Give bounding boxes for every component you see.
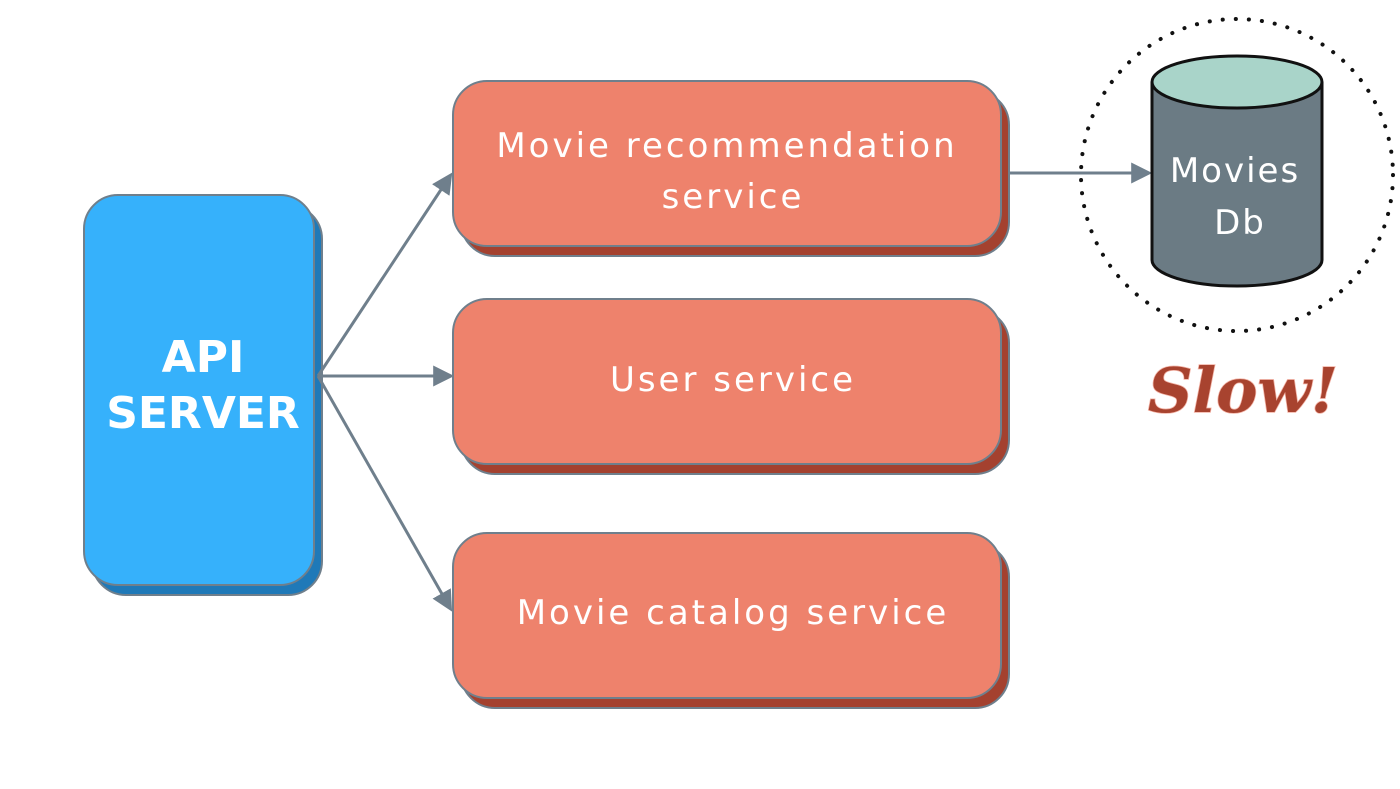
- user-service-node: User service: [452, 298, 1010, 475]
- api-server-label-line1: API: [162, 332, 245, 383]
- arrow-to-recommendation: [316, 172, 453, 377]
- api-server-label-line2: SERVER: [106, 388, 300, 439]
- movies-db-label-line1: Movies: [1170, 151, 1300, 191]
- api-server-node: API SERVER: [83, 194, 323, 596]
- slow-annotation: Slow!: [1148, 354, 1338, 427]
- recommendation-service-label-line2: service: [662, 177, 805, 217]
- movies-db-label-line2: Db: [1214, 203, 1266, 243]
- catalog-service-label: Movie catalog service: [517, 593, 950, 633]
- user-service-label: User service: [610, 360, 856, 400]
- movies-db-cylinder-icon: Movies Db: [1150, 54, 1324, 288]
- api-arrows: [316, 172, 455, 612]
- recommendation-service-label-line1: Movie recommendation: [496, 126, 957, 166]
- arrow-to-catalog: [316, 375, 453, 612]
- catalog-service-node: Movie catalog service: [452, 532, 1010, 709]
- highlight-dotted-circle: [1079, 17, 1395, 333]
- recommendation-service-node: Movie recommendation service: [452, 80, 1010, 257]
